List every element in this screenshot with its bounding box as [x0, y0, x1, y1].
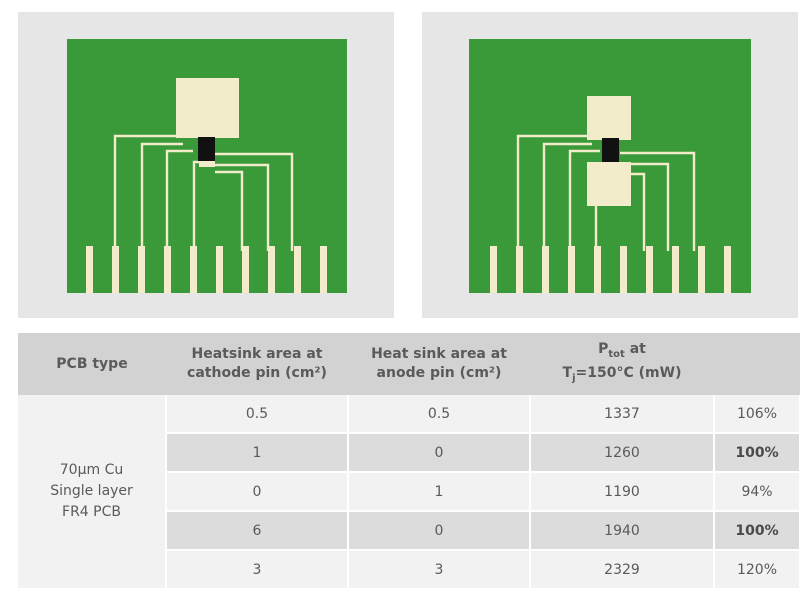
- header-cathode-line2: cathode pin (cm²): [187, 365, 327, 381]
- pcb-type-line1: 70µm Cu: [59, 462, 124, 478]
- ptot-cell: 1940: [530, 511, 715, 551]
- header-cathode-line1: Heatsink area at: [191, 346, 323, 362]
- pcb-cathode-svg: [67, 39, 347, 293]
- pcb-type-line3: FR4 PCB: [62, 504, 121, 520]
- header-tj-t: T: [562, 365, 573, 381]
- header-pcb-type: PCB type: [18, 333, 166, 395]
- header-pcb-type-text: PCB type: [56, 355, 128, 372]
- table-row: 6 0 1940 100%: [18, 511, 801, 551]
- header-anode-line2: anode pin (cm²): [376, 365, 502, 381]
- pcb-illustration-cathode-heatsink: [18, 12, 394, 318]
- percent-cell: 100%: [714, 511, 801, 551]
- header-percent: [714, 333, 800, 395]
- header-ptot: Ptot at Tj=150°C (mW): [530, 333, 714, 395]
- pcb-type-line2: Single layer: [50, 483, 133, 499]
- header-tj-suffix: =150°C (mW): [575, 365, 682, 381]
- ptot-cell: 1260: [530, 433, 715, 473]
- edge-connector-pins: [86, 246, 327, 293]
- pcb-illustration-split-heatsink: [422, 12, 798, 318]
- anode-cell: 0.5: [348, 395, 531, 434]
- pcb-type-cell: 70µm Cu Single layer FR4 PCB: [18, 395, 167, 590]
- table-row: 0 1 1190 94%: [18, 472, 801, 512]
- header-ptot-at: at: [624, 341, 646, 358]
- header-ptot-sub: tot: [608, 349, 625, 360]
- percent-cell: 100%: [714, 433, 801, 473]
- cathode-heatsink-pad: [587, 96, 631, 140]
- trace-lines: [113, 134, 294, 251]
- anode-cell: 0: [348, 511, 531, 551]
- ptot-cell: 1337: [530, 395, 715, 434]
- percent-cell: 106%: [714, 395, 801, 434]
- header-anode-area: Heat sink area at anode pin (cm²): [348, 333, 530, 395]
- pcb-split-svg: [469, 39, 751, 293]
- header-tj-sub: j: [572, 372, 576, 384]
- percent-cell: 94%: [714, 472, 801, 512]
- trace-lines: [516, 134, 696, 251]
- cathode-cell: 3: [166, 550, 349, 590]
- ptot-cell: 1190: [530, 472, 715, 512]
- cathode-cell: 0: [166, 472, 349, 512]
- table-row: 1 0 1260 100%: [18, 433, 801, 473]
- diode-component: [198, 137, 215, 161]
- anode-cell: 1: [348, 472, 531, 512]
- ptot-cell: 2329: [530, 550, 715, 590]
- anode-pad: [199, 160, 215, 167]
- anode-heatsink-pad: [587, 162, 631, 206]
- header-cathode-area: Heatsink area at cathode pin (cm²): [166, 333, 348, 395]
- table-header-row: PCB type Heatsink area at cathode pin (c…: [18, 333, 800, 395]
- diode-component: [602, 138, 619, 162]
- thermal-data-table: PCB type Heatsink area at cathode pin (c…: [18, 333, 801, 590]
- table-row: 70µm Cu Single layer FR4 PCB 0.5 0.5 133…: [18, 395, 801, 590]
- table-row: 3 3 2329 120%: [18, 550, 801, 590]
- anode-cell: 3: [348, 550, 531, 590]
- percent-cell: 120%: [714, 550, 801, 590]
- cathode-cell: 1: [166, 433, 349, 473]
- cathode-cell: 0.5: [166, 395, 349, 434]
- header-anode-line1: Heat sink area at: [371, 346, 507, 362]
- heatsink-pad: [176, 78, 239, 138]
- cathode-cell: 6: [166, 511, 349, 551]
- anode-cell: 0: [348, 433, 531, 473]
- edge-connector-pins: [490, 246, 731, 293]
- header-ptot-p: P: [598, 341, 609, 358]
